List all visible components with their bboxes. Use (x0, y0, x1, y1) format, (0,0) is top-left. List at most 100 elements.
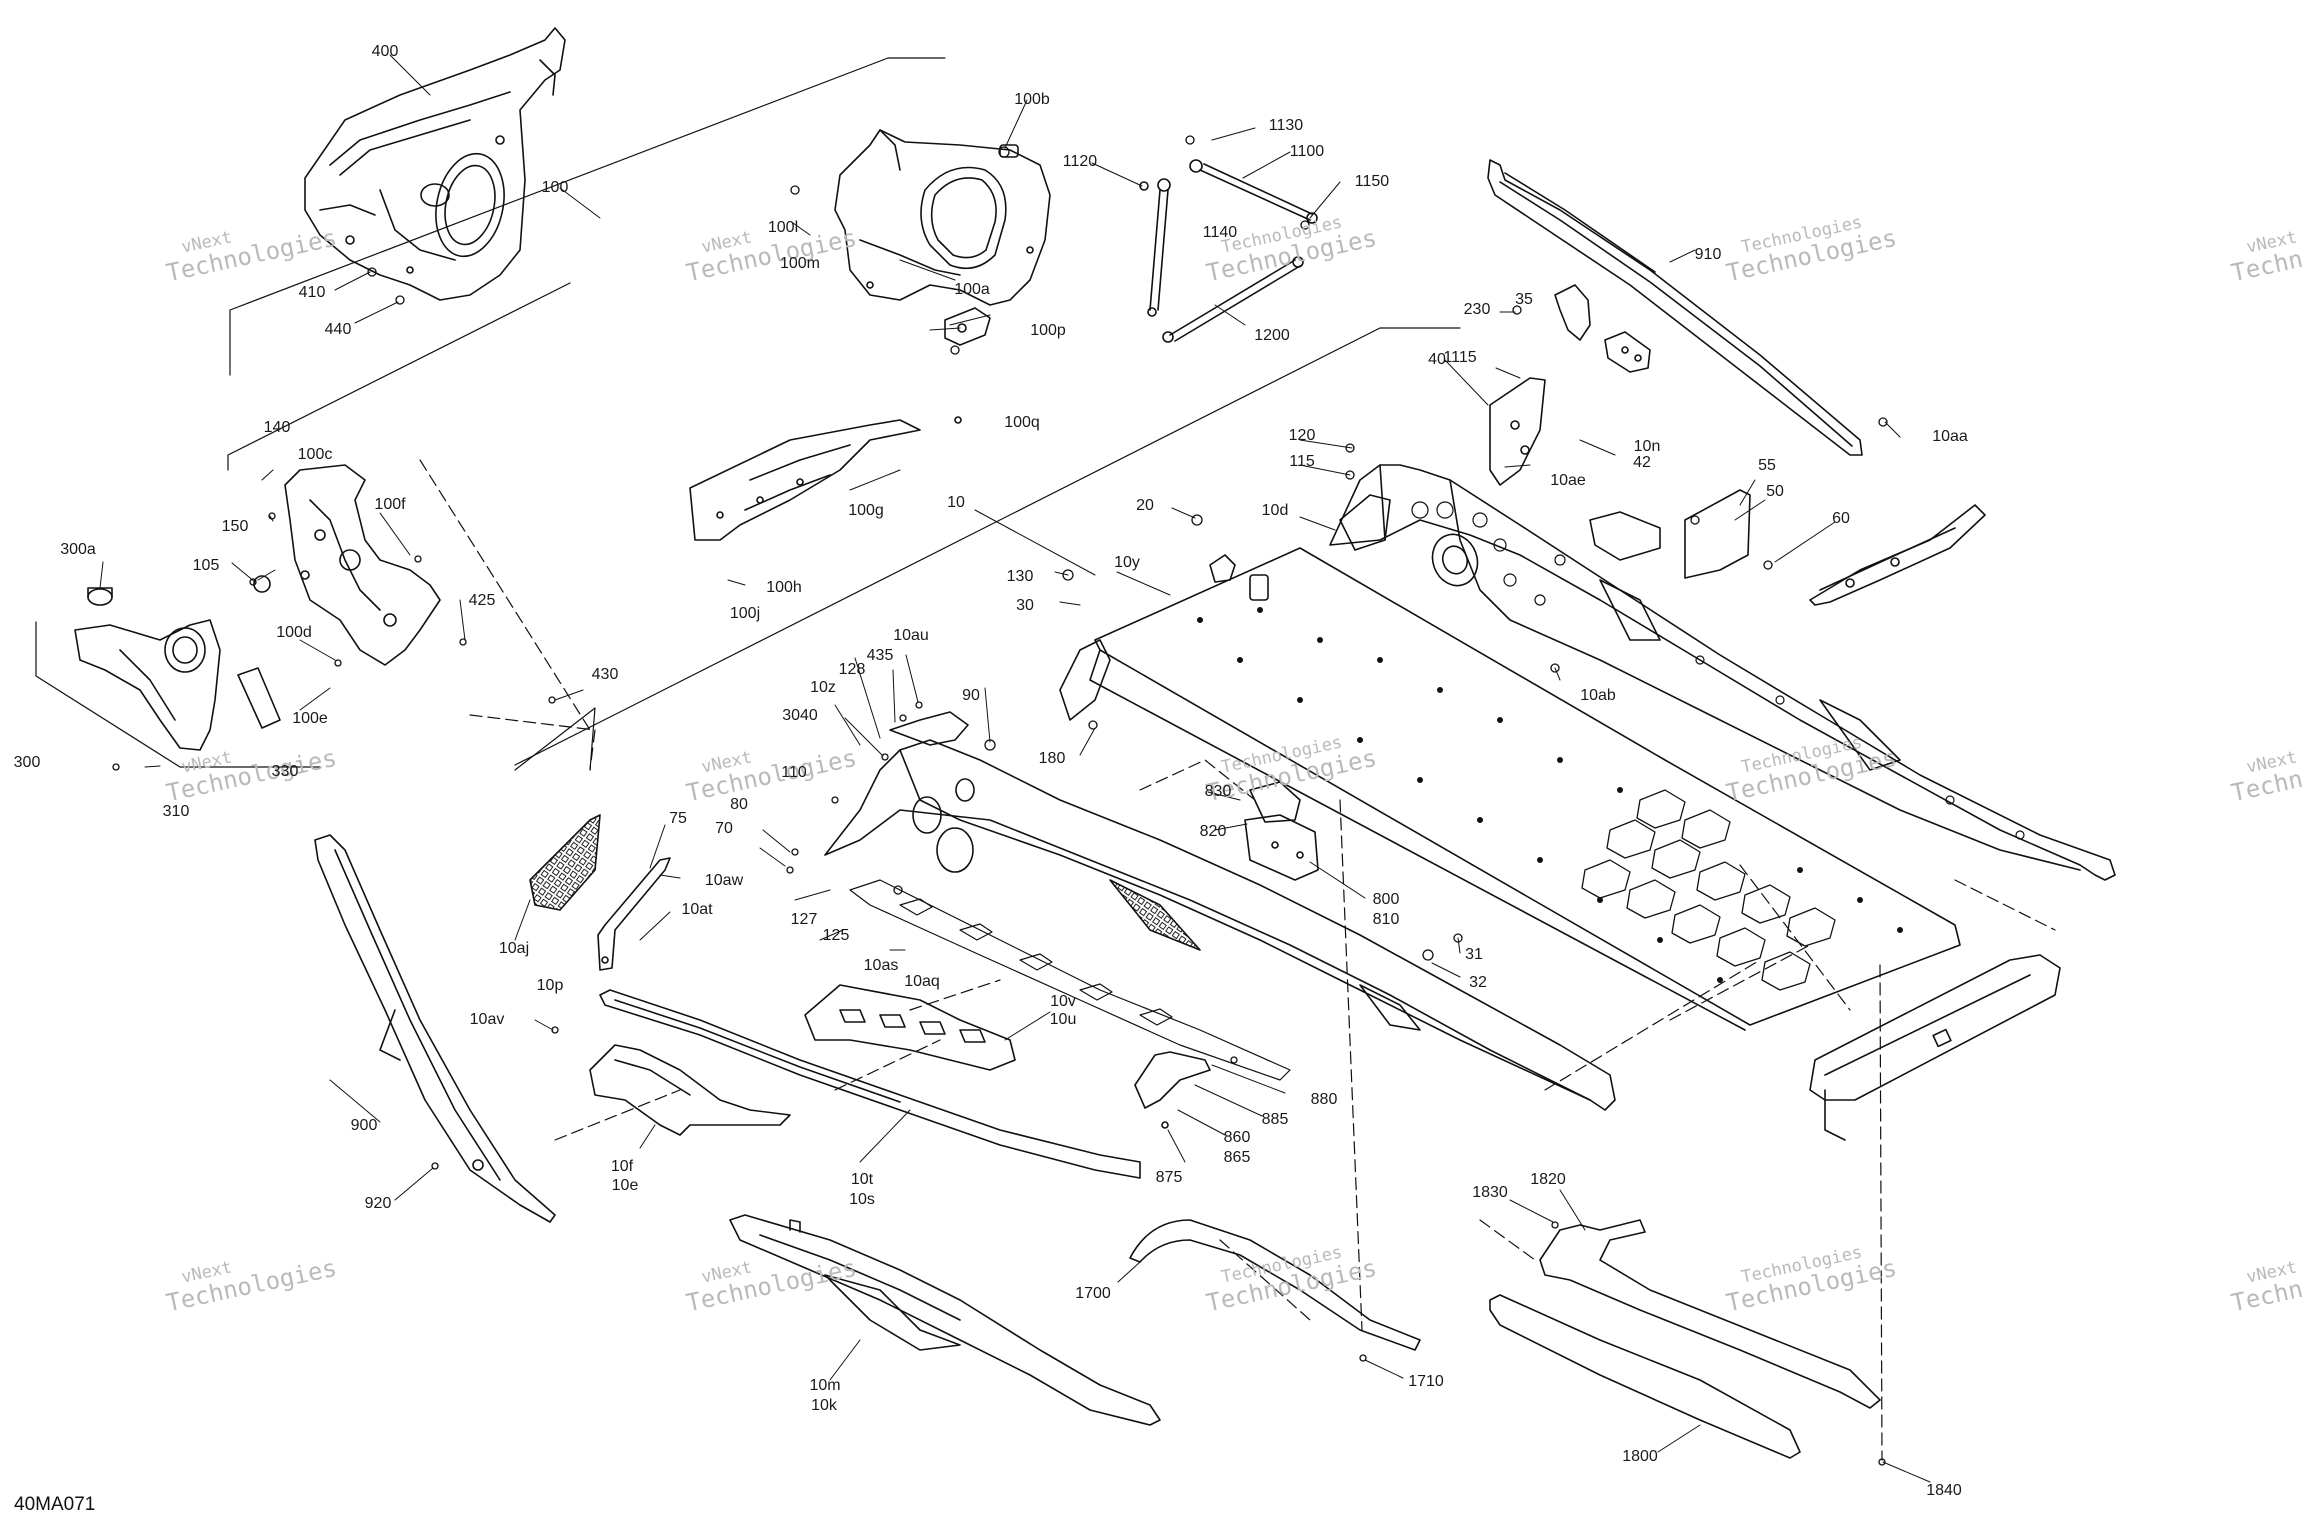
callout-80: 80 (730, 796, 748, 813)
callout-70: 70 (715, 820, 733, 837)
callout-10aj: 10aj (498, 940, 530, 957)
callout-400: 400 (371, 43, 399, 60)
callout-140: 140 (263, 419, 291, 436)
callout-90: 90 (962, 687, 980, 704)
callout-810: 810 (1372, 911, 1400, 928)
part-800-bracket (1244, 781, 1319, 881)
callout-885: 885 (1261, 1111, 1289, 1128)
callout-100p: 100p (1030, 322, 1066, 339)
diagram-code: 40MA071 (14, 1494, 96, 1515)
callout-830: 830 (1204, 783, 1232, 800)
callout-1840: 1840 (1926, 1482, 1962, 1499)
callout-10y: 10y (1114, 554, 1140, 571)
fasteners (112, 135, 1888, 1466)
callout-100m: 100m (779, 255, 821, 272)
callout-10e: 10e (611, 1177, 639, 1194)
callout-860: 860 (1223, 1129, 1251, 1146)
callout-10s: 10s (849, 1191, 875, 1208)
callout-300a: 300a (60, 541, 96, 558)
callout-100a: 100a (954, 281, 990, 298)
part-400-front-frame (304, 27, 566, 301)
callout-128: 128 (838, 661, 866, 678)
leader-lines (99, 54, 1931, 1483)
part-10ae-bracket (1589, 511, 1661, 561)
callout-430: 430 (591, 666, 619, 683)
part-100c-bulkhead (253, 464, 441, 666)
part-10f-bracket (589, 1044, 791, 1136)
callout-10as: 10as (863, 957, 899, 974)
callout-150: 150 (221, 518, 249, 535)
callout-10p: 10p (536, 977, 564, 994)
callout-820: 820 (1199, 823, 1227, 840)
callout-10ae: 10ae (1550, 472, 1586, 489)
callout-10av: 10av (469, 1011, 505, 1028)
part-10-floor-pan (1089, 547, 1961, 1031)
callout-10d: 10d (1261, 502, 1289, 519)
callout-310: 310 (162, 803, 190, 820)
callout-100: 100 (541, 179, 569, 196)
part-1700-bar (1129, 1219, 1421, 1351)
callout-1130: 1130 (1268, 117, 1304, 134)
callout-425: 425 (468, 592, 496, 609)
callout-180: 180 (1038, 750, 1066, 767)
part-10n-bracket (1604, 331, 1651, 373)
callout-880: 880 (1310, 1091, 1338, 1108)
callout-1100: 1100 (1289, 143, 1325, 160)
callout-32: 32 (1469, 974, 1487, 991)
part-10d-right-rail (1329, 464, 2116, 881)
callout-10au: 10au (893, 627, 929, 644)
callout-120: 120 (1288, 427, 1316, 444)
callout-330: 330 (271, 763, 299, 780)
callout-75: 75 (669, 810, 687, 827)
callout-10ab: 10ab (1580, 687, 1616, 704)
callout-100g: 100g (848, 502, 884, 519)
part-880-bracket (1134, 1051, 1211, 1129)
callout-1200: 1200 (1254, 327, 1290, 344)
callout-1150: 1150 (1354, 173, 1390, 190)
callout-10n: 10n (1633, 438, 1661, 455)
floor-holes (1197, 607, 1903, 983)
callout-105: 105 (192, 557, 220, 574)
part-10t-bar (599, 989, 1141, 1179)
callout-100e: 100e (292, 710, 328, 727)
callout-100b: 100b (1014, 91, 1050, 108)
callout-42: 42 (1633, 454, 1651, 471)
callout-800: 800 (1372, 891, 1400, 908)
callout-100q: 100q (1004, 414, 1040, 431)
callout-10u: 10u (1049, 1011, 1077, 1028)
callout-1820: 1820 (1530, 1171, 1566, 1188)
callout-10aw: 10aw (704, 872, 744, 889)
callout-100j: 100j (729, 605, 761, 622)
callout-1700: 1700 (1075, 1285, 1111, 1302)
callout-100f: 100f (374, 496, 406, 513)
part-10aq-plate (804, 984, 1016, 1071)
callout-10aq: 10aq (904, 973, 940, 990)
part-40-plate (1489, 377, 1546, 486)
part-100g-panel (689, 419, 921, 541)
callout-300: 300 (13, 754, 41, 771)
part-910-rail (1487, 159, 1863, 456)
part-35-bracket (1554, 284, 1591, 341)
callout-55: 55 (1758, 457, 1776, 474)
callout-10aa: 10aa (1932, 428, 1968, 445)
callout-920: 920 (364, 1195, 392, 1212)
callout-10v: 10v (1050, 993, 1076, 1010)
callout-10z: 10z (810, 679, 836, 696)
callout-230: 230 (1463, 301, 1491, 318)
part-10y-bracket (1059, 554, 1269, 721)
callout-10at: 10at (681, 901, 713, 918)
part-100p-bracket (944, 307, 991, 424)
callout-410: 410 (298, 284, 326, 301)
callout-1710: 1710 (1408, 1373, 1444, 1390)
callout-3040: 3040 (782, 707, 818, 724)
callout-900: 900 (350, 1117, 378, 1134)
callout-875: 875 (1155, 1169, 1183, 1186)
callout-35: 35 (1515, 291, 1533, 308)
part-10aj-mesh-panel (529, 814, 601, 911)
callout-10m: 10m (809, 1377, 841, 1394)
part-10z-left-rail (824, 711, 1616, 1111)
part-1800-sill (1489, 1294, 1801, 1459)
callout-31: 31 (1465, 946, 1483, 963)
part-10aa-crossmember (1809, 504, 1986, 606)
